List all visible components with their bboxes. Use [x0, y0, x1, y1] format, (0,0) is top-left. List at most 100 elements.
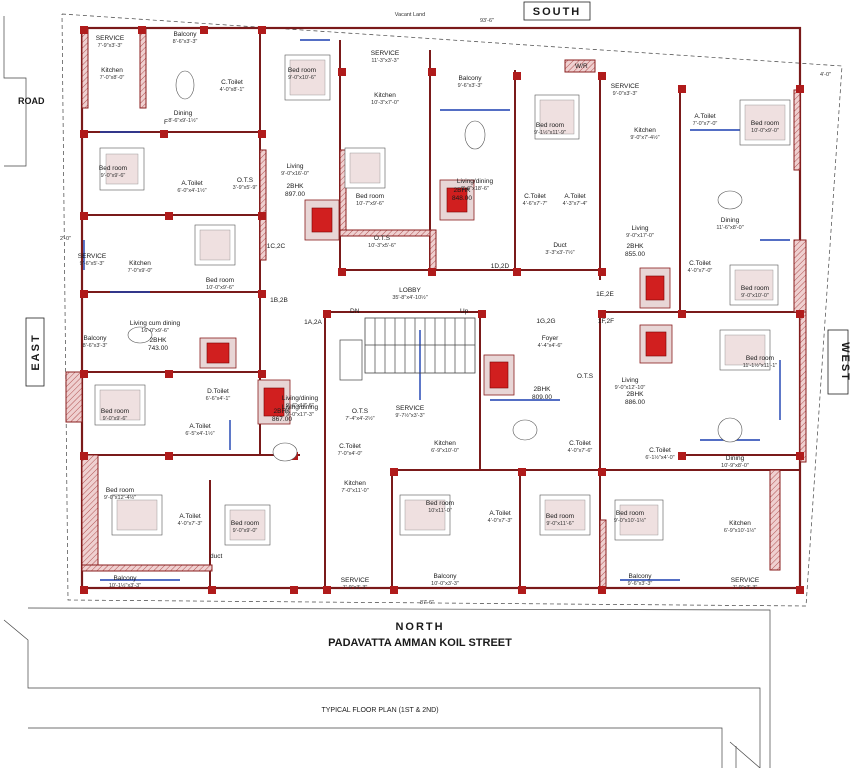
street-name: PADAVATTA AMMAN KOIL STREET — [328, 637, 512, 649]
room-name: SERVICE — [96, 35, 125, 42]
room-dimension: 7'-0"x11'-0" — [341, 488, 368, 494]
room-dimension: 9'-0"x9'-6" — [103, 416, 128, 422]
room-name: Bed room — [288, 67, 316, 74]
room-name: Dining — [174, 110, 193, 117]
room-name: O.T.S — [577, 373, 594, 380]
room-dimension: 10'-3"x7'-0" — [371, 100, 399, 106]
sofa-set — [257, 379, 291, 425]
room-dimension: 9'-0"x12'-10" — [615, 385, 646, 391]
unit-area: 886.00 — [625, 399, 645, 406]
room-dimension: 9'-0"x11'-6" — [546, 521, 573, 527]
room-dimension: 4'-0"x7'-0" — [688, 268, 713, 274]
room-dimension: 9'-0"x7'-4½" — [630, 134, 659, 141]
room-dimension: 4'-0"x7'-3" — [178, 521, 203, 527]
staircase — [339, 317, 476, 381]
door-tag: 1A,2A — [304, 319, 322, 326]
room-name: SERVICE — [611, 83, 640, 90]
sofa-set — [483, 354, 515, 396]
room-name: Kitchen — [434, 440, 456, 447]
room-name: C.Toilet — [569, 440, 591, 447]
room-name: Bed room — [746, 355, 774, 362]
room-dimension: 9'-6"x18'-6" — [461, 186, 489, 192]
stair-up-label: Up — [460, 308, 469, 315]
unit-type: 2BHK — [274, 408, 292, 415]
room-dimension: 9'-7½"x3'-3" — [395, 412, 424, 419]
unit-type: 2BHK — [287, 183, 305, 190]
room-name: C.Toilet — [339, 443, 361, 450]
stair-down-label: DN — [350, 308, 360, 315]
room-dimension: 10'-0"x9'-6" — [206, 285, 234, 291]
unit-type: 2BHK — [627, 391, 645, 398]
room-dimension: 6'-9"x10'-0" — [431, 448, 459, 454]
room-name: Dining — [721, 217, 740, 224]
room-name: Bed room — [751, 120, 779, 127]
north-label: NORTH — [395, 621, 444, 633]
hatched-walls — [65, 27, 807, 589]
sofa-set — [199, 337, 237, 369]
room-dimension: 4'-4"x4'-6" — [538, 343, 563, 349]
right-edge-dim: 4'-0" — [820, 72, 831, 78]
unit-type: 2BHK — [454, 187, 472, 194]
room-dimension: 9'-6"x3'-3" — [458, 83, 483, 89]
east-label: EAST — [30, 333, 42, 370]
room-dimension: 9'-6"x5'-3" — [80, 261, 105, 267]
room-name: Bed room — [231, 520, 259, 527]
west-label: WEST — [839, 342, 851, 382]
room-name: C.Toilet — [689, 260, 711, 267]
room-dimension: 8'-6"x3'-3" — [173, 39, 198, 45]
room-name: Bed room — [426, 500, 454, 507]
room-dimension: 7'-0"x7'-0" — [693, 121, 718, 127]
room-dimension: 9'-6"x3'-3" — [628, 581, 653, 587]
room-dimension: 8'-6"x3'-3" — [83, 343, 108, 349]
duct-label: duct — [210, 553, 222, 560]
sofa-set — [639, 324, 673, 364]
room-name: Kitchen — [729, 520, 751, 527]
wr-label: W/R — [575, 63, 588, 70]
unit-area: 743.00 — [148, 345, 168, 352]
room-name: Balcony — [113, 575, 137, 582]
room-name: O.T.S — [237, 177, 254, 184]
room-name: LOBBY — [399, 287, 421, 294]
room-dimension: 4'-0"x8'-1" — [220, 87, 245, 93]
room-dimension: 3'-9"x5'-9" — [233, 185, 258, 191]
room-name: A.Toilet — [181, 180, 203, 187]
unit-area: 809.00 — [532, 394, 552, 401]
surroundings — [3, 16, 771, 768]
room-dimension: 10'-7"x9'-6" — [356, 201, 384, 207]
room-name: A.Toilet — [564, 193, 586, 200]
room-name: Bed room — [546, 513, 574, 520]
plan-title: TYPICAL FLOOR PLAN (1ST & 2ND) — [321, 707, 438, 714]
room-name: SERVICE — [341, 577, 370, 584]
room-name: Balcony — [83, 335, 107, 342]
sofa-set — [639, 267, 671, 309]
room-name: Bed room — [106, 487, 134, 494]
room-name: Bed room — [99, 165, 127, 172]
room-dimension: 4'-6"x7'-7" — [523, 201, 548, 207]
room-dimension: 3'-3"x3'-7½" — [545, 249, 574, 256]
room-name: Kitchen — [344, 480, 366, 487]
unit-type: 2BHK — [150, 337, 168, 344]
room-name: Bed room — [206, 277, 234, 284]
south-label-box — [523, 1, 591, 21]
room-name: Balcony — [433, 573, 457, 580]
room-name: Bed room — [101, 408, 129, 415]
unit-labels: 2BHK897.002BHK848.002BHK855.002BHK743.00… — [148, 183, 645, 423]
room-name: Living — [632, 225, 649, 232]
room-dimension: 9'-0"x10'-1½" — [614, 517, 646, 524]
room-name: SERVICE — [78, 253, 107, 260]
room-name: Bed room — [356, 193, 384, 200]
unit-area: 848.00 — [452, 195, 472, 202]
door-tag: 1G,2G — [536, 318, 555, 325]
door-tag: 1F,2F — [598, 318, 614, 325]
room-name: Kitchen — [129, 260, 151, 267]
room-dimension: 16'-0"x9'-6" — [141, 328, 169, 334]
door-tag: 1C,2C — [267, 243, 286, 250]
room-name: Living — [622, 377, 639, 384]
room-dimension: 7'-9"x3'-3" — [98, 43, 123, 49]
sofa-set — [304, 199, 340, 241]
room-name: Living — [287, 163, 304, 170]
room-dimension: 6'-6"x4'-1" — [206, 396, 231, 402]
left-edge-dim: 2'-0" — [60, 236, 71, 242]
room-name: Kitchen — [374, 92, 396, 99]
room-dimension: 6'-0"x4'-1½" — [177, 187, 206, 194]
